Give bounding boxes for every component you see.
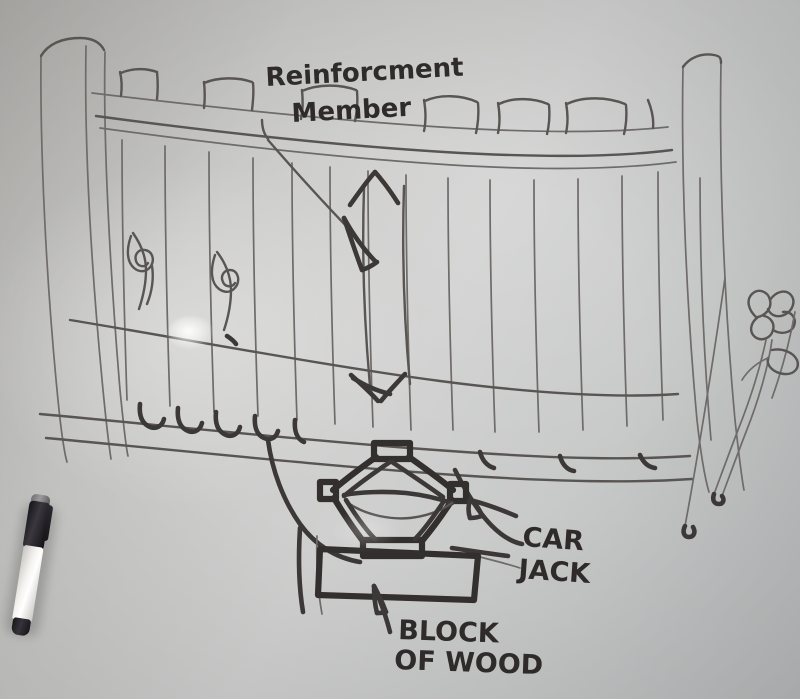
left-corner-post <box>39 36 129 463</box>
scissor-jack <box>316 439 470 560</box>
label-block-of-wood: BLOCK OF WOOD <box>394 615 544 681</box>
leader-reinforcement-member <box>260 118 380 273</box>
mid-rail <box>68 318 680 397</box>
right-corner-post <box>681 53 745 493</box>
label-car-jack-line1: CAR <box>522 522 586 557</box>
deck-railing-top-rail <box>91 92 677 170</box>
joist-hangers <box>137 401 658 474</box>
label-car-jack-line2: JACK <box>516 554 593 590</box>
wood-grain-knots <box>126 231 240 347</box>
label-reinforcement-member-line1: Reinforcment <box>265 53 464 93</box>
balusters <box>121 139 664 433</box>
railing-post-stubs <box>118 67 655 136</box>
deck-rim-joist <box>38 412 694 483</box>
label-block-of-wood-line2: OF WOOD <box>394 645 544 681</box>
wood-block-rectangle <box>314 545 482 604</box>
vertical-reinforcement-post <box>347 169 412 404</box>
label-block-of-wood-line1: BLOCK <box>398 615 501 650</box>
label-reinforcement-member: Reinforcment Member <box>265 53 464 129</box>
label-reinforcement-member-line2: Member <box>291 93 412 129</box>
label-car-jack: CAR JACK <box>516 522 593 590</box>
flower-doodle <box>681 277 799 540</box>
leader-car-jack <box>466 497 519 521</box>
leader-block-of-wood <box>371 583 393 635</box>
